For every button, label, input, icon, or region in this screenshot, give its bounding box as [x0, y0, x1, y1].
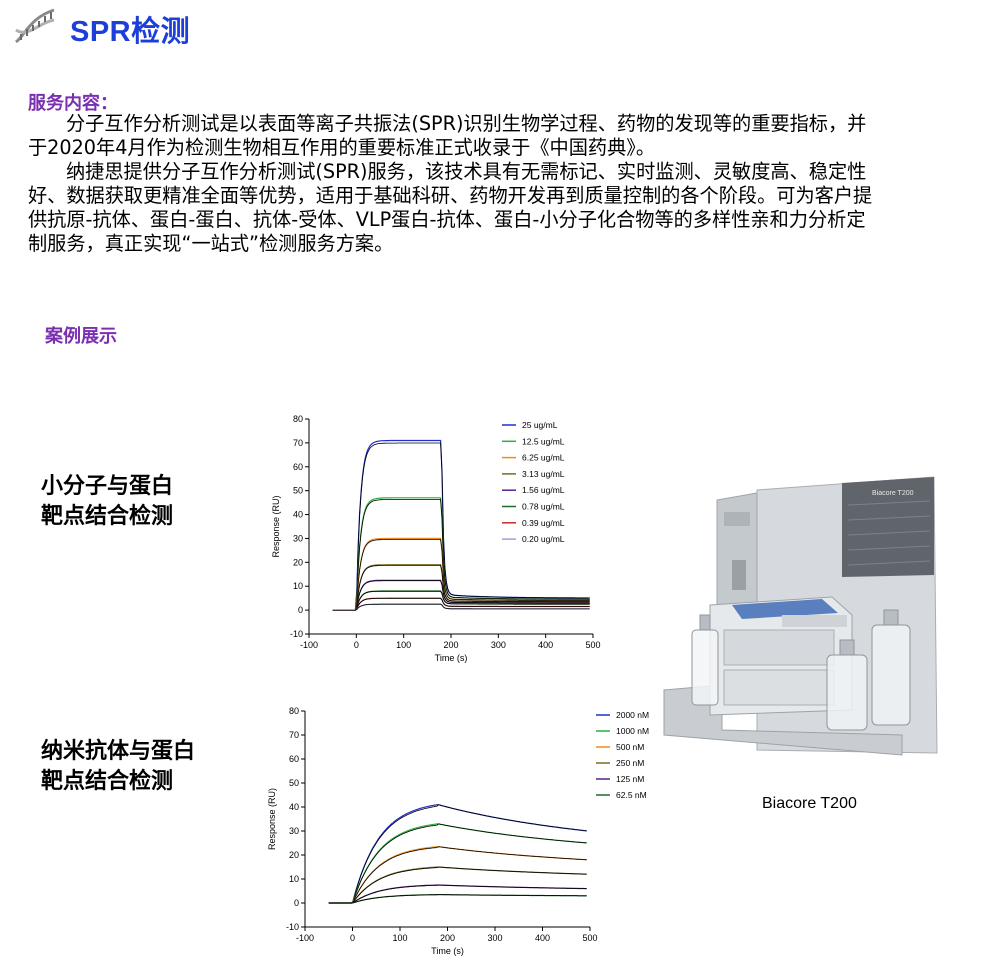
fit-line	[328, 804, 587, 904]
y-tick-label: 30	[293, 533, 303, 543]
x-axis-label: Time (s)	[435, 653, 468, 663]
instrument-caption: Biacore T200	[762, 795, 857, 812]
page-title: SPR检测	[70, 16, 191, 48]
case-label-line: 小分子与蛋白	[41, 474, 174, 499]
y-tick-label: 60	[289, 754, 299, 764]
y-tick-label: 80	[293, 414, 303, 424]
x-tick-label: 0	[354, 640, 359, 650]
legend-label: 250 nM	[616, 758, 644, 768]
legend-label: 0.20 ug/mL	[522, 534, 565, 544]
x-tick-label: 200	[440, 933, 455, 943]
service-description: 分子互作分析测试是以表面等离子共振法(SPR)识别生物学过程、药物的发现等的重要…	[28, 112, 878, 256]
y-tick-label: 80	[289, 706, 299, 716]
legend-label: 1000 nM	[616, 726, 649, 736]
cases-section-label: 案例展示	[45, 326, 117, 347]
x-tick-label: 400	[535, 933, 550, 943]
y-tick-label: 40	[289, 802, 299, 812]
y-tick-label: 20	[293, 557, 303, 567]
service-section-label: 服务内容：	[28, 93, 118, 114]
y-tick-label: -10	[290, 629, 303, 639]
legend-label: 62.5 nM	[616, 790, 647, 800]
case-label-small-molecule: 小分子与蛋白 靶点结合检测	[41, 472, 173, 532]
x-tick-label: 500	[582, 933, 597, 943]
y-tick-label: 70	[289, 730, 299, 740]
legend-label: 3.13 ug/mL	[522, 469, 565, 479]
fit-line	[332, 590, 590, 611]
x-tick-label: 400	[538, 640, 553, 650]
y-tick-label: 50	[289, 778, 299, 788]
legend-label: 0.78 ug/mL	[522, 502, 565, 512]
y-axis-label: Response (RU)	[271, 495, 281, 557]
fit-line	[328, 866, 587, 904]
legend-label: 500 nM	[616, 742, 644, 752]
fit-line	[332, 580, 590, 611]
y-tick-label: 70	[293, 438, 303, 448]
legend-label: 2000 nM	[616, 710, 649, 720]
case-label-nanobody: 纳米抗体与蛋白 靶点结合检测	[41, 737, 195, 797]
y-tick-label: -10	[286, 922, 299, 932]
fit-line	[332, 539, 590, 611]
fit-line	[328, 823, 587, 904]
y-tick-label: 10	[293, 581, 303, 591]
legend-label: 125 nM	[616, 774, 644, 784]
y-tick-label: 50	[293, 486, 303, 496]
x-tick-label: 300	[491, 640, 506, 650]
case-label-line: 靶点结合检测	[41, 769, 174, 794]
biacore-instrument-image: Biacore T200	[663, 476, 938, 756]
x-tick-label: -100	[300, 640, 318, 650]
fit-line	[328, 884, 587, 904]
fit-line	[328, 894, 587, 904]
y-tick-label: 40	[293, 510, 303, 520]
y-axis-label: Response (RU)	[267, 788, 277, 850]
fit-line	[332, 597, 590, 611]
service-paragraph: 纳捷思提供分子互作分析测试(SPR)服务，该技术具有无需标记、实时监测、灵敏度高…	[28, 160, 873, 255]
legend-label: 12.5 ug/mL	[522, 436, 565, 446]
legend-label: 6.25 ug/mL	[522, 453, 565, 463]
series-line	[332, 497, 590, 611]
x-axis-label: Time (s)	[431, 946, 464, 956]
legend-label: 0.39 ug/mL	[522, 518, 565, 528]
dna-helix-icon	[14, 8, 55, 44]
x-tick-label: 0	[350, 933, 355, 943]
series-line	[328, 823, 587, 904]
x-tick-label: 100	[396, 640, 411, 650]
x-tick-label: 200	[443, 640, 458, 650]
fit-line	[328, 846, 587, 904]
legend-label: 25 ug/mL	[522, 420, 558, 430]
y-tick-label: 0	[298, 605, 303, 615]
fit-line	[332, 442, 590, 611]
y-tick-label: 20	[289, 850, 299, 860]
y-tick-label: 30	[289, 826, 299, 836]
x-tick-label: 300	[487, 933, 502, 943]
fit-line	[332, 564, 590, 611]
series-line	[328, 866, 587, 904]
legend-label: 1.56 ug/mL	[522, 485, 565, 495]
fit-line	[332, 499, 590, 611]
y-tick-label: 10	[289, 874, 299, 884]
x-tick-label: 100	[392, 933, 407, 943]
x-tick-label: -100	[296, 933, 314, 943]
y-tick-label: 0	[294, 898, 299, 908]
fit-line	[332, 603, 590, 611]
instrument-brand-text: Biacore T200	[872, 490, 914, 497]
case-label-line: 纳米抗体与蛋白	[41, 739, 196, 764]
case-label-line: 靶点结合检测	[41, 504, 174, 529]
y-tick-label: 60	[293, 462, 303, 472]
service-paragraph: 分子互作分析测试是以表面等离子共振法(SPR)识别生物学过程、药物的发现等的重要…	[28, 112, 867, 159]
x-tick-label: 500	[585, 640, 600, 650]
